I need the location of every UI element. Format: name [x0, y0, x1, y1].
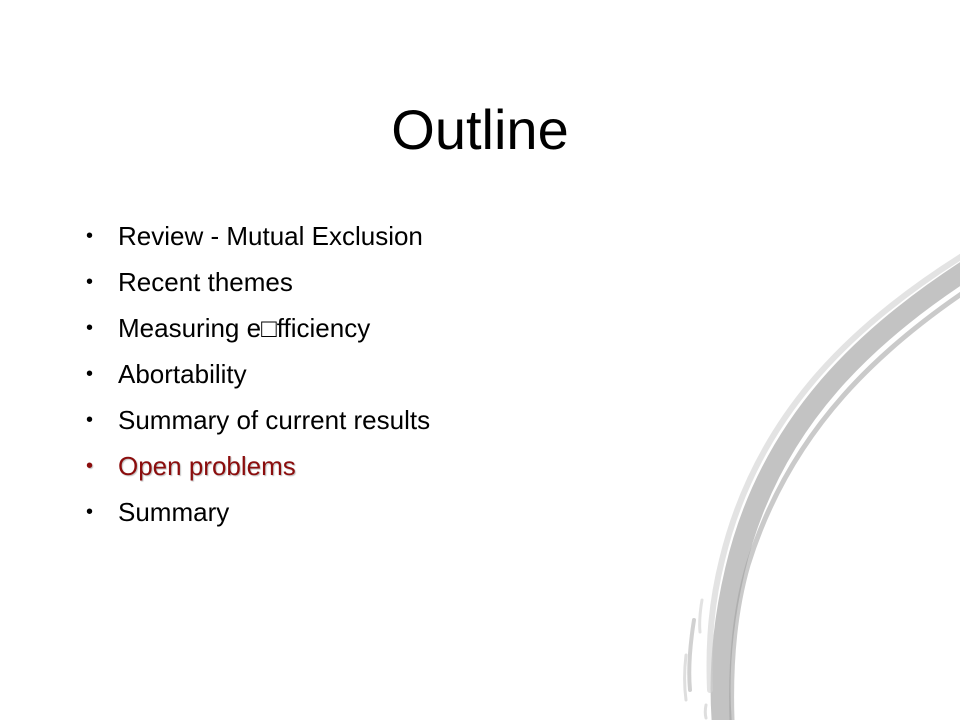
bullet-text: Summary: [118, 497, 230, 527]
bullet-dot-icon: •: [86, 501, 94, 523]
bullet-text: Measuring e□fficiency: [118, 313, 371, 343]
bullet-dot-icon: •: [86, 409, 94, 431]
bullet-text: Summary of current results: [118, 405, 431, 435]
bullet-dot-icon: •: [86, 363, 94, 385]
bullet-text: Recent themes: [118, 267, 293, 297]
bullet-text: Abortability: [118, 359, 247, 389]
slide-title: Outline: [391, 98, 569, 161]
bullet-text: Review - Mutual Exclusion: [118, 221, 423, 251]
bullet-dot-icon: •: [86, 317, 94, 339]
bullet-dot-icon: •: [86, 225, 94, 247]
bullet-dot-icon: •: [86, 271, 94, 293]
bullet-text: Open problems: [118, 451, 296, 481]
bullet-dot-icon: •: [86, 455, 94, 477]
